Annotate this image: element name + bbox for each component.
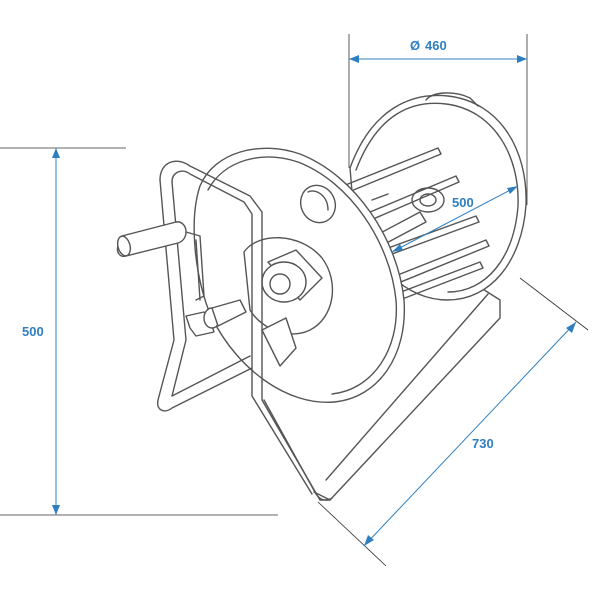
- flange-window: [299, 184, 337, 224]
- frame-length-dimension: 730: [317, 277, 589, 567]
- front-frame: [157, 160, 333, 501]
- diameter-dimension: Ø 460: [348, 34, 528, 205]
- drum-width-value: 500: [452, 195, 474, 210]
- dimension-annotations: Ø 460 500 500 730: [0, 34, 589, 567]
- diameter-symbol: Ø: [410, 38, 420, 53]
- diameter-value: 460: [425, 38, 447, 53]
- height-dimension: 500: [0, 147, 278, 516]
- frame-length-value: 730: [472, 436, 494, 451]
- hose-reel-illustration: [116, 92, 527, 501]
- back-frame-leg: [313, 285, 501, 501]
- crank-handle: [116, 221, 205, 301]
- height-value: 500: [22, 324, 44, 339]
- drum-width-dimension: 500: [391, 185, 519, 253]
- front-drum-flange: [193, 147, 406, 403]
- back-frame-leg-inner: [325, 293, 489, 481]
- drum-rods: [295, 147, 490, 307]
- lock-knob: [185, 299, 247, 337]
